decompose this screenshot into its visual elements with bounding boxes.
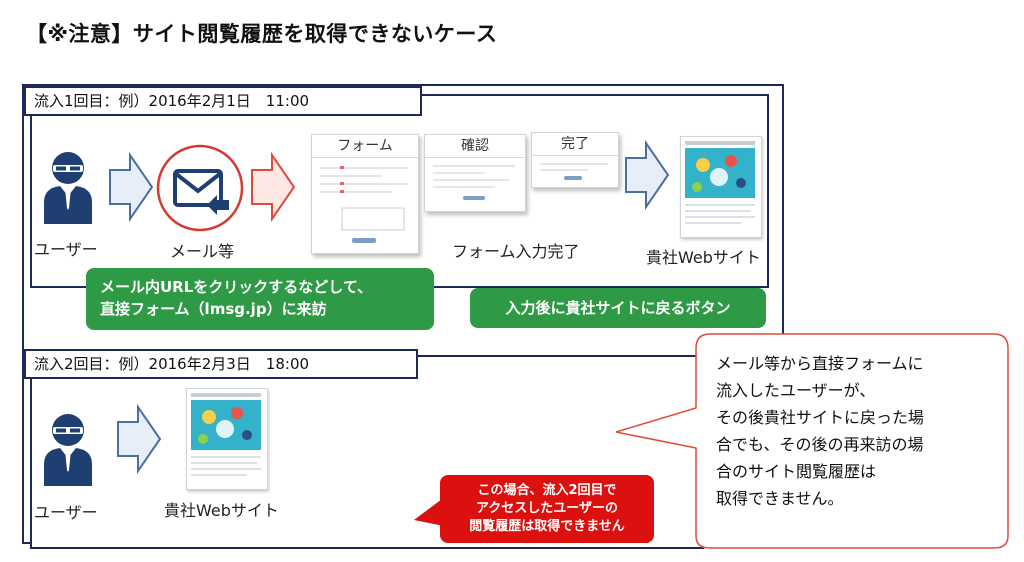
flow-arrow-icon	[117, 404, 162, 474]
confirm-lines-icon	[433, 165, 515, 200]
green-note-line2: 直接フォーム（lmsg.jp）に来訪	[100, 300, 327, 318]
callout-line3: その後貴社サイトに戻った場	[716, 408, 925, 427]
mail-label: メール等	[170, 242, 235, 261]
section1-user-label: ユーザー	[34, 240, 98, 259]
red-warning-note: この場合、流入2回目で アクセスしたユーザーの 閲覧履歴は取得できません	[440, 475, 654, 543]
section2-site-label: 貴社Webサイト	[164, 501, 279, 520]
form-screen-title: フォーム	[312, 135, 418, 158]
green-note: メール内URLをクリックするなどして、 直接フォーム（lmsg.jp）に来訪	[86, 268, 434, 330]
callout-line4: 合でも、その後の再来訪の場	[716, 435, 924, 454]
section1-tab-label: 流入1回目：例）2016年2月1日 11:00	[34, 92, 310, 110]
page-title: 【※注意】サイト閲覧履歴を取得できないケース	[26, 22, 498, 46]
return-site-button-label: 入力後に貴社サイトに戻るボタン	[505, 299, 731, 317]
confirm-screen: 確認	[424, 134, 526, 212]
form-lines-icon	[320, 166, 408, 243]
form-complete-label: フォーム入力完了	[452, 242, 580, 261]
user-icon	[44, 152, 92, 224]
callout-line6: 取得できません。	[716, 489, 844, 508]
mail-icon	[156, 144, 244, 232]
website-thumbnail-icon	[685, 141, 755, 224]
callout-bubble-icon	[615, 333, 1009, 549]
flow-arrow-icon	[109, 152, 154, 222]
red-note-line3: 閲覧履歴は取得できません	[469, 519, 625, 534]
section2-tab: 流入2回目：例）2016年2月3日 18:00	[24, 349, 418, 379]
form-screen: フォーム	[311, 134, 419, 254]
confirm-screen-title: 確認	[425, 135, 525, 158]
return-site-button: 入力後に貴社サイトに戻るボタン	[470, 288, 766, 328]
section2-tab-label: 流入2回目：例）2016年2月3日 18:00	[34, 355, 310, 373]
callout-line2: 流入したユーザーが、	[716, 381, 876, 400]
complete-lines-icon	[540, 163, 608, 180]
section1-site-label: 貴社Webサイト	[646, 248, 761, 267]
section2-user-label: ユーザー	[34, 503, 98, 522]
callout-line1: メール等から直接フォームに	[716, 354, 924, 373]
red-note-line1: この場合、流入2回目で	[477, 483, 617, 498]
website-thumbnail	[680, 136, 762, 238]
flow-arrow-red-icon	[251, 152, 296, 222]
flow-arrow-icon	[625, 140, 670, 210]
user-icon	[44, 414, 92, 486]
complete-screen-title: 完了	[532, 133, 618, 156]
website-thumbnail-icon	[191, 393, 261, 476]
callout-line5: 合のサイト閲覧履歴は	[716, 462, 877, 481]
callout-text: メール等から直接フォームに 流入したユーザーが、 その後貴社サイトに戻った場 合…	[716, 350, 924, 512]
complete-screen: 完了	[531, 132, 619, 188]
green-note-line1: メール内URLをクリックするなどして、	[100, 278, 373, 296]
website-thumbnail	[186, 388, 268, 490]
red-note-line2: アクセスしたユーザーの	[475, 501, 619, 516]
section1-tab: 流入1回目：例）2016年2月1日 11:00	[24, 86, 422, 116]
